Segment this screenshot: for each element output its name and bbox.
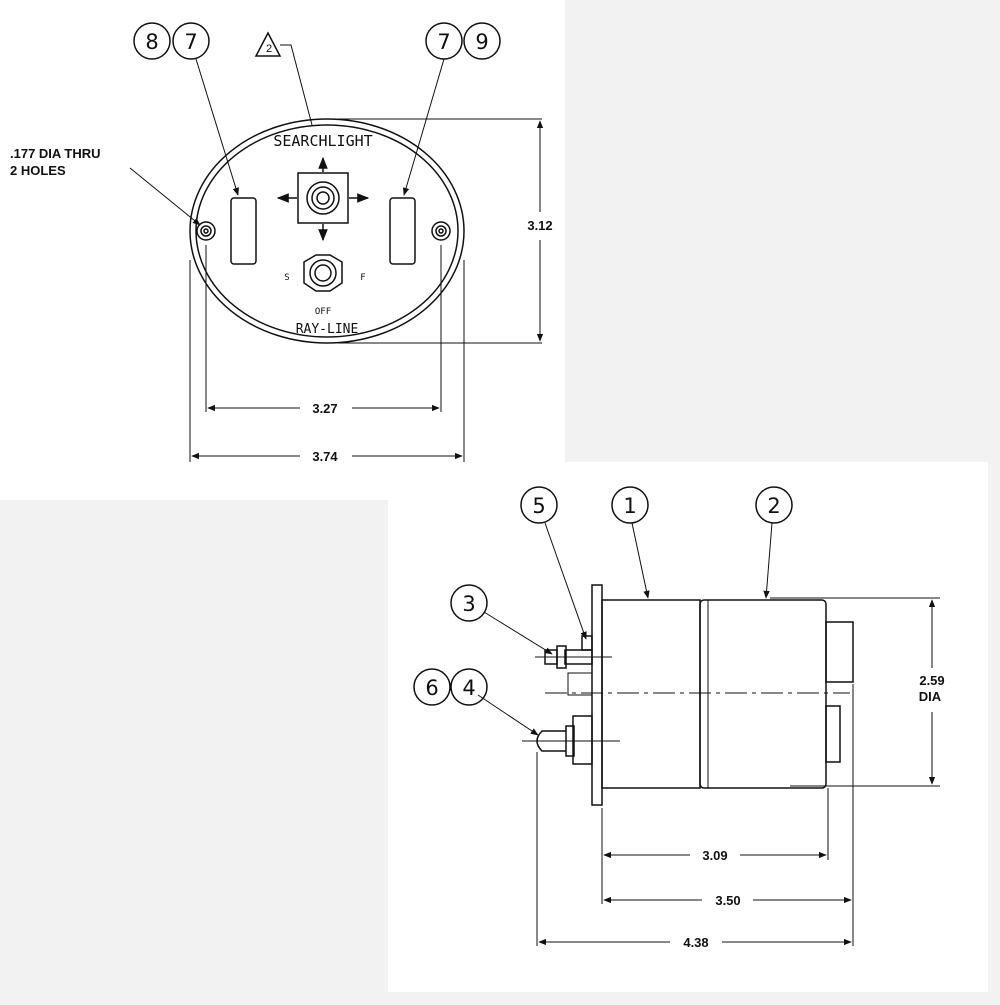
lamp-bushing (535, 635, 612, 669)
dim-length-overall-value: 3.50 (715, 893, 740, 908)
switch-label-right: F (360, 273, 365, 283)
switch-bracket (567, 672, 593, 696)
callout-3: 3 (462, 592, 475, 616)
callout-8: 8 (145, 30, 158, 54)
panel-outline (189, 118, 465, 344)
rear-connector-upper (825, 621, 854, 683)
side-view (413, 486, 940, 946)
callout-7a: 7 (184, 30, 197, 54)
callout-bubble-6 (413, 668, 451, 706)
dim-diameter-unit: DIA (919, 689, 942, 704)
revision-triangle (254, 31, 282, 57)
indicator-lamp-left (230, 197, 257, 265)
side-view-paper (388, 462, 988, 992)
hole-note-line2: 2 HOLES (10, 163, 66, 178)
callout-bubble-5 (520, 486, 558, 524)
panel-title-label: SEARCHLIGHT (273, 132, 372, 150)
callout-bubble-1 (611, 486, 649, 524)
callout-bubble-2 (755, 486, 793, 524)
dim-diameter-value: 2.59 (919, 673, 944, 688)
switch-label-off: OFF (315, 307, 331, 317)
callout-bubble-4 (450, 668, 488, 706)
leader-callout-1 (631, 522, 650, 599)
dim-hole-spacing-value: 3.27 (312, 401, 337, 416)
dim-length-body-value: 3.09 (702, 848, 727, 863)
dim-width-value: 3.74 (312, 449, 338, 464)
callout-bubble-9 (463, 22, 501, 60)
switch-label-left: S (284, 273, 289, 283)
leader-revision (280, 44, 313, 126)
leader-hole-note (129, 167, 201, 226)
front-view-paper (0, 0, 565, 500)
mounting-hole-right (431, 221, 451, 241)
callout-6: 6 (425, 676, 438, 700)
leader-callout-5 (544, 522, 587, 640)
callout-bubble-8 (133, 22, 171, 60)
leader-callout-2 (763, 522, 773, 599)
mounting-hole-left (196, 221, 216, 241)
toggle-switch-side (522, 715, 620, 765)
hole-note-line1: .177 DIA THRU (10, 146, 101, 161)
callout-1: 1 (623, 494, 636, 518)
callout-5: 5 (532, 494, 545, 518)
rear-housing (699, 599, 827, 789)
rear-connector-lower (825, 705, 841, 763)
front-view (129, 22, 544, 462)
leader-callout-3 (483, 611, 553, 655)
revision-number: 2 (266, 43, 272, 55)
toggle-switch-nut (303, 254, 343, 292)
callout-7b: 7 (437, 30, 450, 54)
dim-length-total-value: 4.38 (683, 935, 708, 950)
callout-bubble-7a (172, 22, 210, 60)
callout-bubble-3 (450, 584, 488, 622)
panel-inner-outline (195, 124, 459, 338)
callout-2: 2 (767, 494, 780, 518)
joystick-control (276, 156, 370, 242)
brand-label: RAY-LINE (296, 322, 359, 337)
leader-callout-6-4 (477, 694, 539, 736)
leader-callout-7-9 (402, 58, 445, 196)
callout-bubble-7b (425, 22, 463, 60)
callout-9: 9 (475, 30, 488, 54)
callout-4: 4 (462, 676, 475, 700)
leader-callout-8-7 (195, 58, 239, 196)
indicator-lamp-right (389, 197, 416, 265)
dim-height-value: 3.12 (527, 218, 552, 233)
